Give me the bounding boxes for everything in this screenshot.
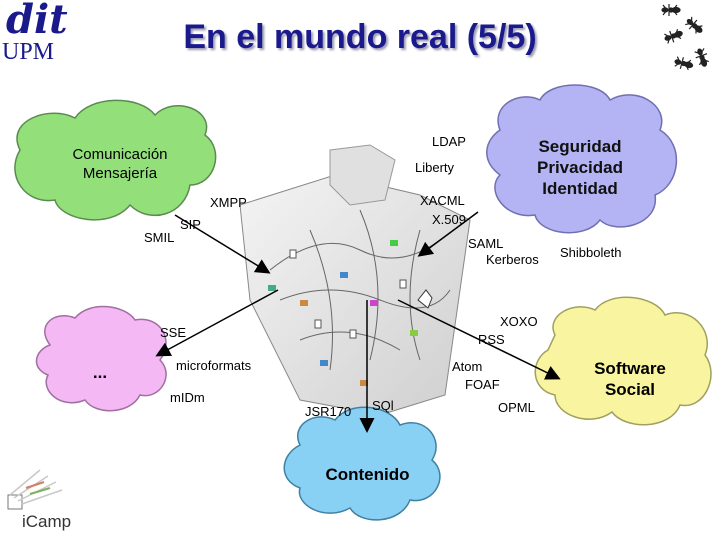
label-sip: SIP <box>180 217 201 232</box>
ants-icon <box>661 4 709 71</box>
connector-arrows <box>155 211 561 433</box>
cloud-security-line-3: Identidad <box>542 179 618 198</box>
label-opml: OPML <box>498 400 535 415</box>
label-shibboleth: Shibboleth <box>560 245 622 260</box>
label-liberty: Liberty <box>415 160 455 175</box>
network-map-icon <box>239 144 471 416</box>
label-rss: RSS <box>478 332 505 347</box>
label-foaf: FOAF <box>465 377 500 392</box>
label-sse: SSE <box>160 325 187 340</box>
label-saml: SAML <box>468 236 504 251</box>
label-x509: X.509 <box>432 212 466 227</box>
dit-logo: dit <box>6 0 68 43</box>
cloud-social-line-2: Social <box>604 380 656 399</box>
cloud-social <box>534 296 712 426</box>
cloud-security-line-2: Privacidad <box>537 158 623 177</box>
cloud-security <box>486 84 677 234</box>
label-midm: mIDm <box>170 390 205 405</box>
label-jsr170: JSR170 <box>305 404 352 419</box>
label-xacml: XACML <box>420 193 465 208</box>
cloud-content <box>283 406 441 521</box>
page-title: En el mundo real (5/5) <box>183 18 537 56</box>
cloud-communication-line-2: Mensajería <box>82 165 158 182</box>
cloud-content-text: Contenido <box>325 465 410 484</box>
label-xmpp: XMPP <box>210 195 247 210</box>
label-kerberos: Kerberos <box>486 252 539 267</box>
cloud-communication-text: Comunicación Mensajería <box>45 145 195 183</box>
label-microformats: microformats <box>176 358 252 373</box>
label-atom: Atom <box>452 359 483 374</box>
icamp-logo-icon <box>7 469 63 510</box>
cloud-security-line-1: Seguridad <box>538 137 622 156</box>
cloud-communication-line-1: Comunicación <box>72 146 168 163</box>
label-smil: SMIL <box>144 230 175 245</box>
cloud-communication <box>14 99 217 221</box>
label-ldap: LDAP <box>432 134 466 149</box>
upm-logo: UPM <box>2 39 55 65</box>
cloud-social-text: Software Social <box>560 358 700 400</box>
label-xoxo: XOXO <box>500 314 538 329</box>
label-sql: SQl <box>372 398 394 413</box>
icamp-logo-text: iCamp <box>22 512 72 531</box>
cloud-ellipsis <box>35 305 167 412</box>
cloud-ellipsis-text: ... <box>92 363 108 382</box>
cloud-security-text: Seguridad Privacidad Identidad <box>500 136 660 199</box>
cloud-social-line-1: Software <box>594 359 666 378</box>
